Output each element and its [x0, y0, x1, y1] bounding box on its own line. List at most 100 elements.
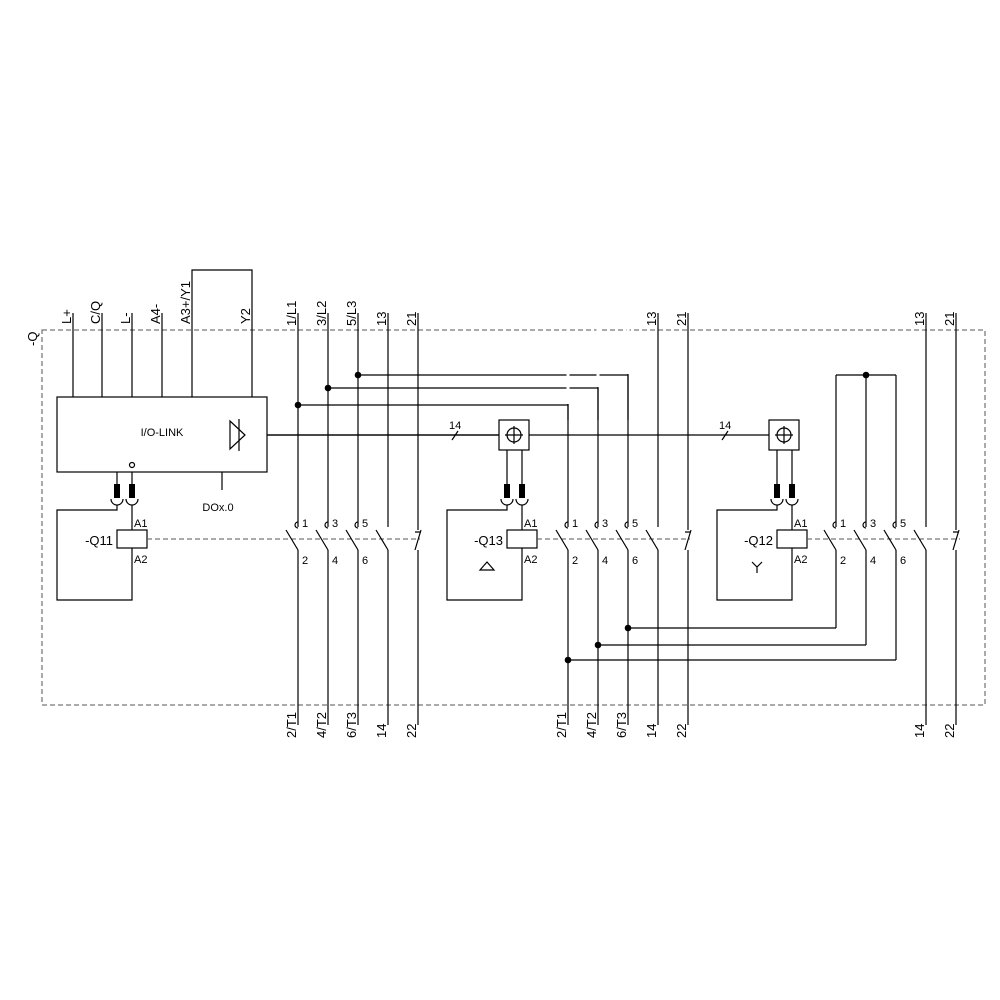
- terminal-label: 6/T3: [344, 712, 359, 738]
- io-terminal-label: C/Q: [88, 301, 103, 324]
- mask: [596, 312, 600, 387]
- arc-chamber-icon: [892, 521, 897, 529]
- plug-connector-icon: [774, 484, 780, 498]
- terminal-label: 21: [674, 312, 689, 326]
- terminal-label: 4/T2: [584, 712, 599, 738]
- terminal-label: 21: [404, 312, 419, 326]
- terminal-label: 13: [374, 312, 389, 326]
- current-monitor-module: [768, 419, 800, 451]
- device-boundary: [41, 329, 986, 706]
- arc-chamber-icon: [354, 521, 359, 529]
- contact-switch: [555, 529, 569, 551]
- status-led-icon: [128, 461, 136, 469]
- contact-switch: [285, 529, 299, 551]
- contactor-name: -Q12: [744, 533, 773, 548]
- terminal-label: 21: [942, 312, 957, 326]
- contact-number: 1: [302, 518, 308, 530]
- plug-connector-icon: [129, 484, 135, 498]
- contact-switch: [375, 529, 389, 551]
- contact-switch: [853, 529, 867, 551]
- contact-switch: [684, 529, 692, 551]
- contact-switch: [913, 529, 927, 551]
- wire: [56, 505, 133, 601]
- coil-terminal-a1: A1: [794, 518, 807, 530]
- contact-number: 3: [602, 518, 608, 530]
- contact-switch: [345, 529, 359, 551]
- contact-switch: [315, 529, 329, 551]
- plug-connector-icon: [789, 484, 795, 498]
- plug-connector-icon: [519, 484, 525, 498]
- wire: [568, 627, 896, 661]
- wire: [298, 374, 628, 406]
- contact-number: 1: [572, 518, 578, 530]
- contact-number: 3: [870, 518, 876, 530]
- contact-switch: [615, 529, 629, 551]
- io-link-title: I/O-LINK: [141, 427, 184, 439]
- coil-terminal-a1: A1: [134, 518, 147, 530]
- wire: [567, 375, 629, 420]
- bus-marker: 14: [449, 420, 461, 432]
- arc-chamber-icon: [832, 521, 837, 529]
- terminal-label: 22: [404, 724, 419, 738]
- contact-number: 2: [572, 555, 578, 567]
- wire: [776, 450, 793, 484]
- terminal-label: 3/L2: [314, 301, 329, 326]
- contact-switch: [414, 529, 422, 551]
- contact-number: 5: [632, 518, 638, 530]
- contact-number: 4: [602, 555, 608, 567]
- mask: [626, 312, 630, 374]
- coil-terminal-a2: A2: [134, 554, 147, 566]
- coil-terminal-a2: A2: [794, 554, 807, 566]
- arc-chamber-icon: [564, 521, 569, 529]
- wire: [446, 505, 523, 601]
- terminal-label: 13: [644, 312, 659, 326]
- wire: [116, 472, 133, 484]
- wire: [506, 450, 523, 484]
- contact-switch: [585, 529, 599, 551]
- terminal-label: 14: [912, 724, 927, 738]
- contact-number: 2: [840, 555, 846, 567]
- coil-terminal-a1: A1: [524, 518, 537, 530]
- io-terminal-label: L+: [59, 309, 74, 324]
- terminal-label: 22: [674, 724, 689, 738]
- contact-number: 4: [332, 555, 338, 567]
- terminal-label: 13: [912, 312, 927, 326]
- io-terminal-label: A4-: [148, 304, 163, 324]
- delta-symbol-icon: [478, 561, 496, 571]
- io-terminal-label: L-: [118, 312, 133, 324]
- arc-chamber-icon: [594, 521, 599, 529]
- terminal-label: 4/T2: [314, 712, 329, 738]
- star-symbol-icon: [751, 561, 763, 573]
- sensor-crosshair: [775, 426, 793, 444]
- wire: [716, 505, 793, 601]
- contact-number: 6: [362, 555, 368, 567]
- contact-number: 5: [362, 518, 368, 530]
- terminal-label: 22: [942, 724, 957, 738]
- contact-number: 6: [900, 555, 906, 567]
- contact-number: 3: [332, 518, 338, 530]
- contactor-name: -Q11: [85, 533, 113, 548]
- contact-switch: [883, 529, 897, 551]
- coil-terminal-a2: A2: [524, 554, 537, 566]
- io-terminal-label: A3+/Y1: [178, 281, 193, 324]
- contact-switch: [823, 529, 837, 551]
- mask: [566, 312, 570, 404]
- arc-chamber-icon: [294, 521, 299, 529]
- sensor-crosshair: [505, 426, 523, 444]
- terminal-label: 1/L1: [284, 301, 299, 326]
- plug-connector-icon: [114, 484, 120, 498]
- terminal-label: 14: [644, 724, 659, 738]
- arc-chamber-icon: [624, 521, 629, 529]
- arc-chamber-icon: [862, 521, 867, 529]
- bus-slash: [721, 430, 729, 441]
- contact-switch: [952, 529, 960, 551]
- terminal-label: 14: [374, 724, 389, 738]
- contact-number: 1: [840, 518, 846, 530]
- terminal-label: 2/T1: [284, 712, 299, 738]
- terminal-label: 6/T3: [614, 712, 629, 738]
- plug-connector-icon: [504, 484, 510, 498]
- terminal-label: 2/T1: [554, 712, 569, 738]
- device-label: -Q: [25, 332, 40, 346]
- contactor-name: -Q13: [474, 533, 503, 548]
